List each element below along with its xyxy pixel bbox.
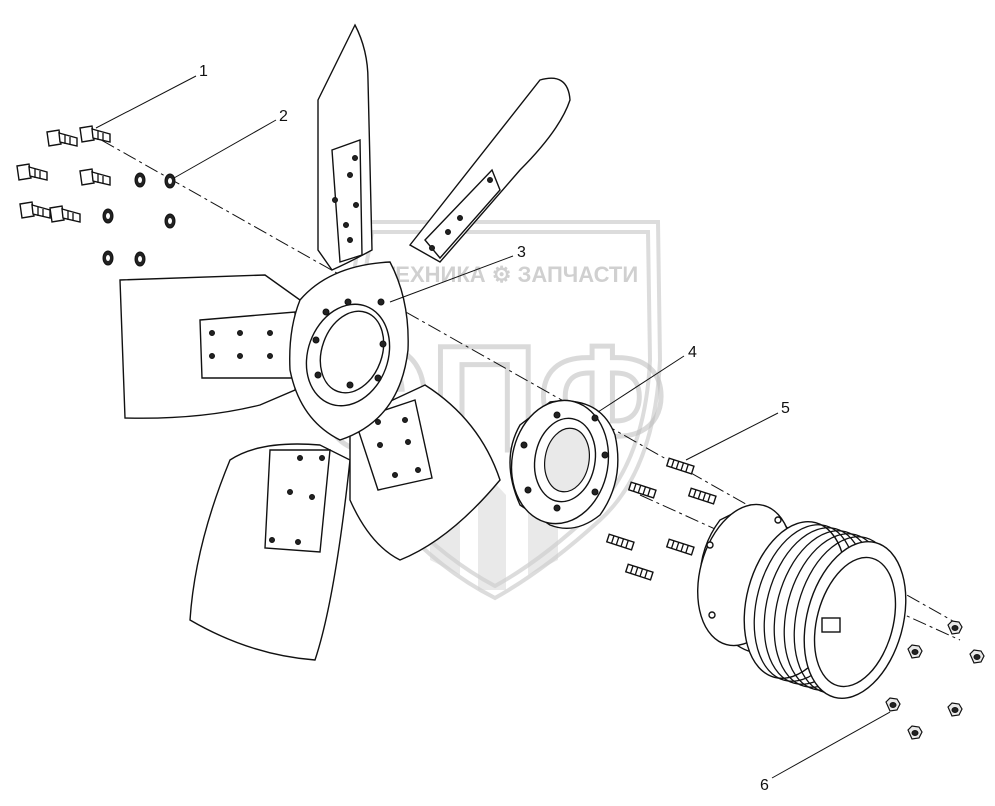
nut (947, 702, 963, 717)
washer (164, 213, 176, 229)
bolt (49, 205, 81, 223)
stud (624, 563, 654, 581)
bolts-group (16, 125, 111, 223)
bolt (79, 125, 111, 143)
stud (665, 457, 695, 475)
washer (102, 250, 114, 266)
nut (947, 620, 963, 635)
fan-assembly (119, 23, 571, 661)
stud (665, 538, 695, 556)
watermark-brand-line: ТЕХНИКА ⚙ ЗАПЧАСТИ (382, 262, 638, 287)
washer (102, 208, 114, 224)
pulley (697, 503, 907, 699)
callout-4: 4 (597, 344, 697, 413)
nut (969, 649, 985, 664)
callout-4-label: 4 (688, 344, 697, 361)
nut (907, 725, 923, 740)
washers-group (102, 172, 176, 267)
stud (605, 533, 635, 551)
bolt (46, 129, 78, 147)
washer (134, 251, 146, 267)
bolt (16, 163, 48, 181)
callout-3: 3 (389, 244, 526, 303)
callout-3-label: 3 (517, 244, 526, 261)
washer (134, 172, 146, 188)
callout-2-label: 2 (279, 108, 288, 125)
callout-1-label: 1 (199, 63, 208, 80)
stud (627, 481, 657, 499)
nut (885, 697, 901, 712)
bolt (19, 201, 51, 219)
callout-6-label: 6 (760, 777, 769, 794)
nut (907, 644, 923, 659)
nuts-group (885, 620, 985, 740)
callout-6: 6 (760, 711, 891, 794)
fan-hub-holes (312, 298, 387, 389)
callout-1: 1 (95, 63, 208, 129)
callout-5: 5 (685, 400, 790, 461)
callout-5-label: 5 (781, 400, 790, 417)
callout-2: 2 (173, 108, 288, 179)
washer (164, 173, 176, 189)
fan-hub (289, 261, 409, 441)
fan-blade-rivets (209, 155, 493, 545)
spacer (509, 399, 619, 529)
studs-group (605, 457, 717, 581)
bolt (79, 168, 111, 186)
stud (687, 487, 717, 505)
